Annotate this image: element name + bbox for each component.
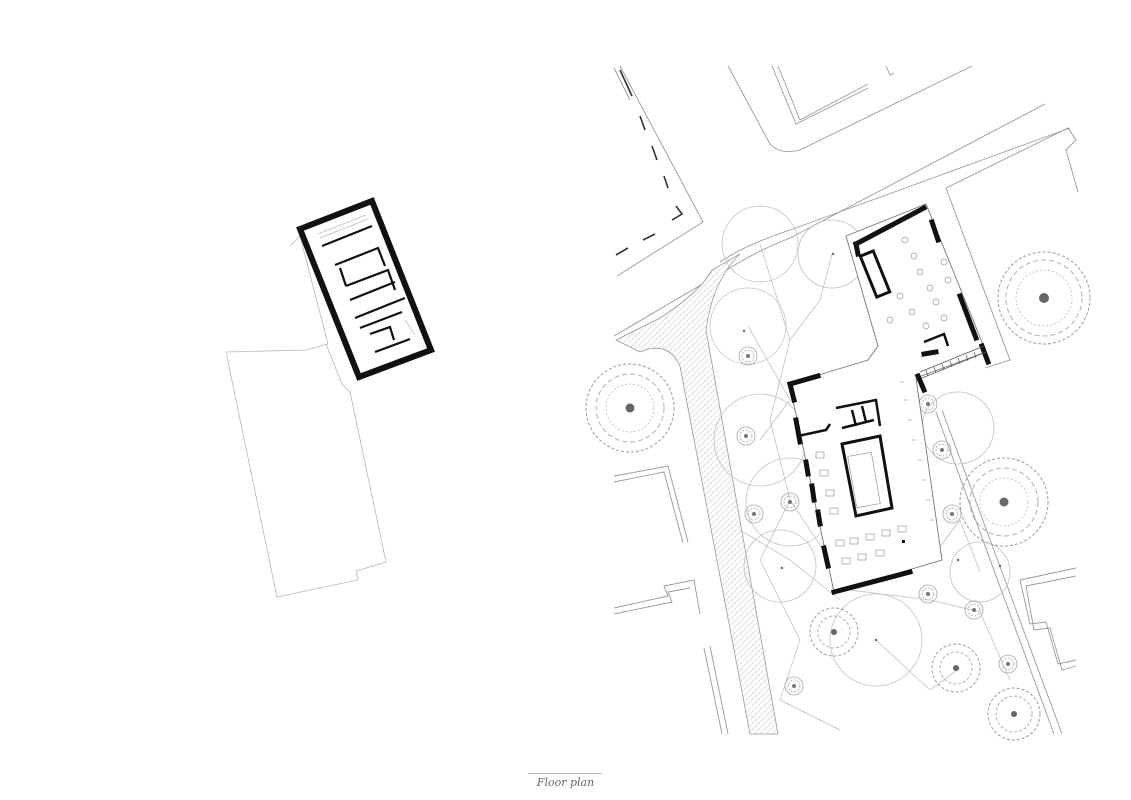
basement-walls: [296, 197, 435, 381]
tree-icon: [918, 394, 938, 414]
column-icon: [902, 540, 905, 543]
tree-icon: [809, 607, 859, 657]
building-plan: [786, 203, 992, 596]
site-lamps: [742, 252, 1002, 642]
paved-path: [615, 253, 779, 735]
tree-icon: [998, 654, 1018, 674]
stairs: [919, 345, 987, 379]
basement-partitions: [321, 224, 411, 354]
north-wing-walls: [852, 204, 992, 394]
plan-caption: Floor plan: [536, 776, 595, 789]
tree-icon: [918, 584, 938, 604]
tree-icon: [942, 504, 962, 524]
tree-icon: [931, 643, 981, 693]
tree-icon: [744, 504, 764, 524]
basement-plan: [225, 197, 435, 598]
tree-icon: [736, 426, 756, 446]
site-context: [613, 65, 1079, 735]
tree-icon: [780, 492, 800, 512]
tree-icon: [964, 600, 984, 620]
toilets: [797, 398, 882, 438]
tree-icon: [585, 363, 675, 453]
tree-icon: [784, 676, 804, 696]
tree-icon: [932, 440, 952, 460]
tree-icon: [738, 346, 758, 366]
caption-rule: [528, 773, 602, 774]
tree-icon: [997, 251, 1091, 345]
cafe-seating: [886, 236, 952, 330]
kitchen-core: [840, 434, 894, 518]
tree-icon: [959, 457, 1049, 547]
trees: [585, 251, 1091, 741]
building-outline: [789, 203, 987, 593]
bar-counter: [858, 249, 892, 299]
footprint-outline: [225, 235, 387, 598]
south-wing-walls: [786, 372, 914, 596]
tree-icon: [987, 687, 1041, 741]
restaurant-seating: [815, 451, 907, 565]
